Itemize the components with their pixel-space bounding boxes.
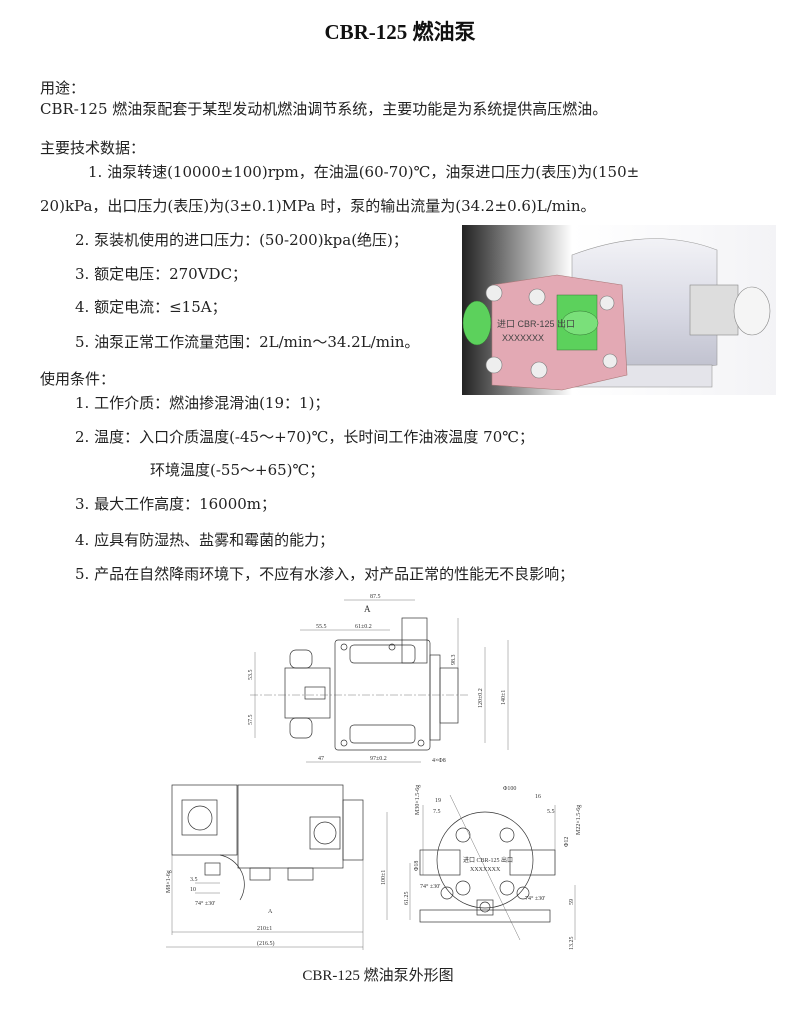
dim-label: 4×Φ8 — [432, 758, 446, 764]
dim-label: 97±0.2 — [370, 756, 387, 762]
photo-model-label: 进口 CBR-125 出口 — [497, 318, 575, 329]
dim-label: 10 — [190, 887, 196, 893]
dim-label: 7.5 — [433, 809, 441, 815]
conditions-heading: 使用条件： — [40, 370, 116, 388]
dim-label: M8×1-6g — [166, 870, 172, 893]
figure-caption: CBR-125 燃油泵外形图 — [302, 968, 454, 984]
dim-label: 61.25 — [404, 892, 410, 906]
photo-serial-label: XXXXXXX — [502, 333, 544, 343]
dim-label: 140±1 — [501, 690, 507, 705]
dim-label: 87.5 — [370, 594, 381, 600]
dim-label: Φ100 — [503, 786, 516, 792]
dim-label: 16 — [535, 794, 541, 800]
page-title: CBR-125 燃油泵 — [324, 20, 476, 44]
dim-label: 74° ±30' — [420, 883, 440, 890]
dim-label: 13.25 — [569, 937, 575, 951]
dim-label: Φ12 — [564, 837, 570, 847]
dim-label: M30×1.5-6g — [415, 785, 421, 815]
view-a-label: A — [268, 909, 273, 915]
spec-item-4: 4. 额定电流：≤15A； — [75, 298, 227, 316]
condition-item-2: 2. 温度：入口介质温度(-45～+70)℃，长时间工作油液温度 70℃； — [75, 428, 535, 446]
dim-label: Φ18 — [414, 861, 420, 871]
purpose-heading: 用途： — [40, 79, 86, 97]
dim-label: 120±0.2 — [478, 688, 484, 708]
condition-item-3: 3. 最大工作高度：16000m； — [75, 495, 277, 513]
dim-label: 55.5 — [316, 624, 327, 630]
spec-item-1-line1: 1. 油泵转速(10000±100)rpm，在油温(60-70)℃，油泵进口压力… — [88, 163, 640, 181]
spec-item-2: 2. 泵装机使用的进口压力：(50-200)kpa(绝压)； — [75, 231, 408, 249]
condition-item-4: 4. 应具有防湿热、盐雾和霉菌的能力； — [75, 531, 335, 549]
pump-photo: 进口 CBR-125 出口 XXXXXXX — [462, 225, 776, 395]
dim-label: 47 — [318, 756, 324, 762]
spec-item-1-line2: 20)kPa，出口压力(表压)为(3±0.1)MPa 时，泵的输出流量为(34.… — [40, 197, 596, 215]
top-view-drawing: 87.5 A 55.5 61±0.2 53.5 57.5 98.3 120±0.… — [248, 594, 509, 764]
dim-label: M22×1.5-6g — [576, 805, 582, 835]
condition-item-1: 1. 工作介质：燃油掺混滑油(19：1)； — [75, 394, 330, 412]
dim-label: (216.5) — [257, 940, 275, 947]
spec-item-5: 5. 油泵正常工作流量范围：2L/min～34.2L/min。 — [75, 333, 420, 351]
dim-label: 98.3 — [451, 655, 457, 666]
dim-label: 59 — [569, 899, 575, 905]
drawing-model-label: 进口 CBR-125 出口 — [463, 856, 513, 864]
dim-label: 74° ±30' — [525, 895, 545, 902]
dim-label: 61±0.2 — [355, 624, 372, 630]
dim-label: 74° ±30' — [195, 900, 215, 907]
dim-label: 53.5 — [248, 670, 254, 681]
front-view-drawing: M30×1.5-6g Φ100 19 7.5 16 5.5 Φ12 M22×1.… — [381, 785, 582, 951]
dim-label: 19 — [435, 798, 441, 804]
dim-label: 100±1 — [381, 870, 387, 885]
purpose-text: CBR-125 燃油泵配套于某型发动机燃油调节系统，主要功能是为系统提供高压燃油… — [40, 100, 608, 118]
dim-label: 3.5 — [190, 877, 198, 883]
condition-item-5: 5. 产品在自然降雨环境下，不应有水渗入，对产品正常的性能无不良影响； — [75, 565, 575, 583]
drawing-serial-label: XXXXXXX — [470, 867, 501, 873]
dim-label: 57.5 — [248, 715, 254, 726]
specs-heading: 主要技术数据： — [40, 139, 146, 157]
condition-item-2-line2: 环境温度(-55～+65)℃； — [150, 461, 325, 479]
side-view-drawing: M8×1-6g 3.5 10 74° ±30' A 210±1 (216.5) — [166, 784, 364, 950]
dim-label: 5.5 — [547, 809, 555, 815]
spec-item-3: 3. 额定电压：270VDC； — [75, 265, 248, 283]
dim-label: 210±1 — [257, 926, 272, 932]
view-a-label: A — [364, 604, 371, 614]
